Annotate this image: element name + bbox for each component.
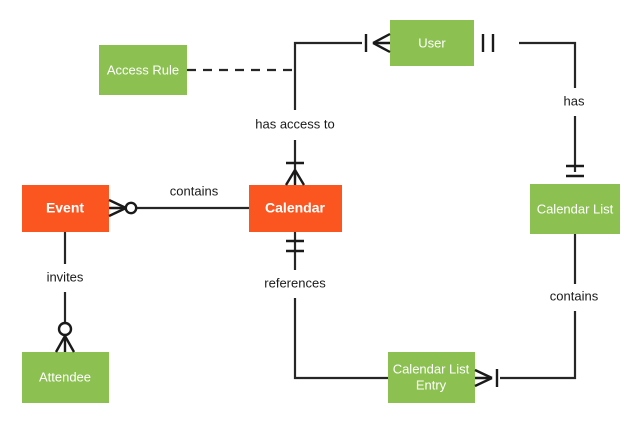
entity-attendee[interactable]: Attendee [22, 352, 109, 403]
connector-contains-list-entry-path-lower [500, 311, 577, 380]
relationship-label-invites: invites [47, 269, 84, 284]
cardinality-exactly-one-calendar-bottom [286, 239, 304, 253]
relationship-label-has-access-to: has access to [255, 116, 335, 131]
entity-event-rect [22, 185, 109, 232]
entity-calendar-list-entry-rect [388, 352, 475, 403]
cardinality-exactly-one-user-right [481, 34, 495, 52]
entity-event[interactable]: Event [22, 185, 109, 232]
cardinality-zero-or-many-event-right [108, 198, 138, 218]
entity-access-rule[interactable]: Access Rule [99, 45, 187, 95]
connector-has-access-to-path-upper [293, 41, 362, 110]
entity-calendar-list-rect [530, 184, 620, 234]
entity-calendar[interactable]: Calendar [249, 185, 342, 232]
entity-access-rule-rect [99, 45, 187, 95]
cardinality-one-or-many-calendar-top [284, 161, 306, 186]
connector-has-path-upper [519, 41, 577, 88]
relationship-label-contains-list-entry: contains [550, 288, 599, 303]
relationship-label-has: has [564, 93, 585, 108]
cardinality-zero-or-many-attendee-top [54, 321, 76, 353]
entity-calendar-list[interactable]: Calendar List [530, 184, 620, 234]
cardinality-one-or-many-user-left [364, 32, 391, 54]
connector-contains-list-entry[interactable] [500, 234, 577, 380]
cardinality-exactly-one-calendar-list-top [566, 164, 584, 178]
connector-references-path-lower [293, 298, 388, 380]
connector-has-access-to[interactable] [293, 41, 362, 178]
entity-user[interactable]: User [390, 20, 474, 66]
relationship-label-references: references [264, 275, 326, 290]
entity-calendar-list-entry[interactable]: Calendar List Entry [388, 352, 475, 403]
entity-attendee-rect [22, 352, 109, 403]
relationship-label-contains-event-calendar: contains [170, 183, 219, 198]
entity-calendar-rect [249, 185, 342, 232]
entity-user-rect [390, 20, 474, 66]
connector-references[interactable] [293, 232, 388, 380]
connector-has[interactable] [519, 41, 577, 172]
cardinality-one-or-many-list-entry-right [474, 368, 499, 388]
